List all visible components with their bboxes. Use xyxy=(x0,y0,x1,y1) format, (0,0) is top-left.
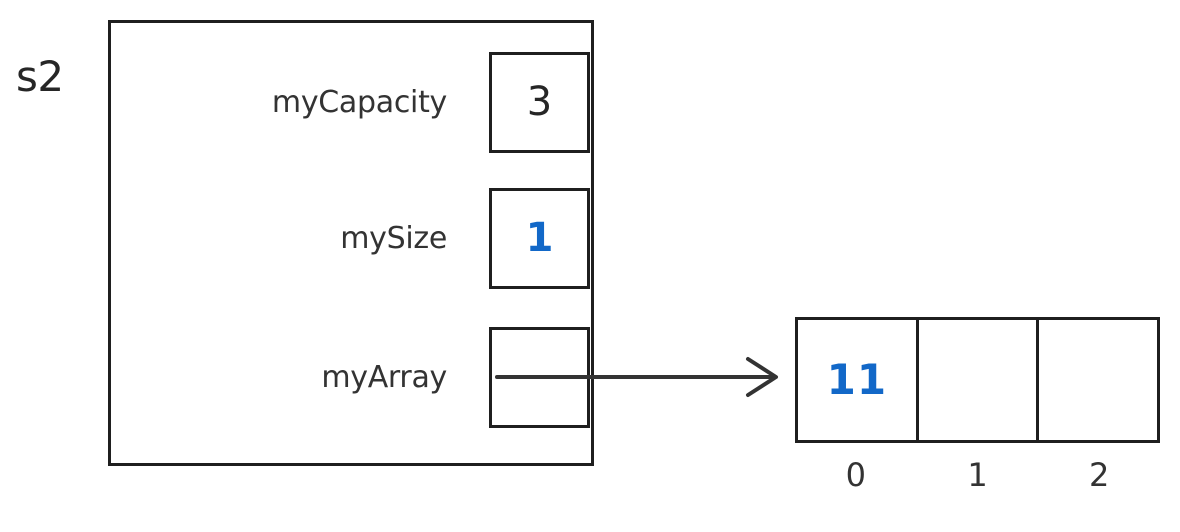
object-box xyxy=(108,20,594,466)
array-cells: 11 xyxy=(795,317,1160,443)
array-index-0: 0 xyxy=(845,456,867,494)
field-label-mycapacity: myCapacity xyxy=(271,84,447,120)
field-row-myarray: myArray xyxy=(120,326,590,428)
field-label-mysize: mySize xyxy=(340,220,447,256)
array-value-0: 11 xyxy=(826,355,888,404)
array-cell-2 xyxy=(1039,320,1157,440)
object-label-s2: s2 xyxy=(16,52,64,101)
field-row-mycapacity: myCapacity 3 xyxy=(120,51,590,153)
array-index-labels: 0 1 2 xyxy=(795,457,1160,493)
array-index-2: 2 xyxy=(1089,456,1110,494)
array-index-1: 1 xyxy=(967,456,988,494)
arrow-right-icon xyxy=(495,357,778,397)
array-cell-1 xyxy=(919,320,1040,440)
array-cell-0: 11 xyxy=(798,320,919,440)
field-cell-mycapacity: 3 xyxy=(489,51,590,153)
field-value-mycapacity: 3 xyxy=(526,79,553,125)
field-row-mysize: mySize 1 xyxy=(120,187,590,289)
array-block: 11 0 1 2 xyxy=(795,317,1160,493)
field-label-myarray: myArray xyxy=(321,359,447,395)
field-value-mysize: 1 xyxy=(525,215,554,261)
field-cell-mysize: 1 xyxy=(489,187,590,289)
